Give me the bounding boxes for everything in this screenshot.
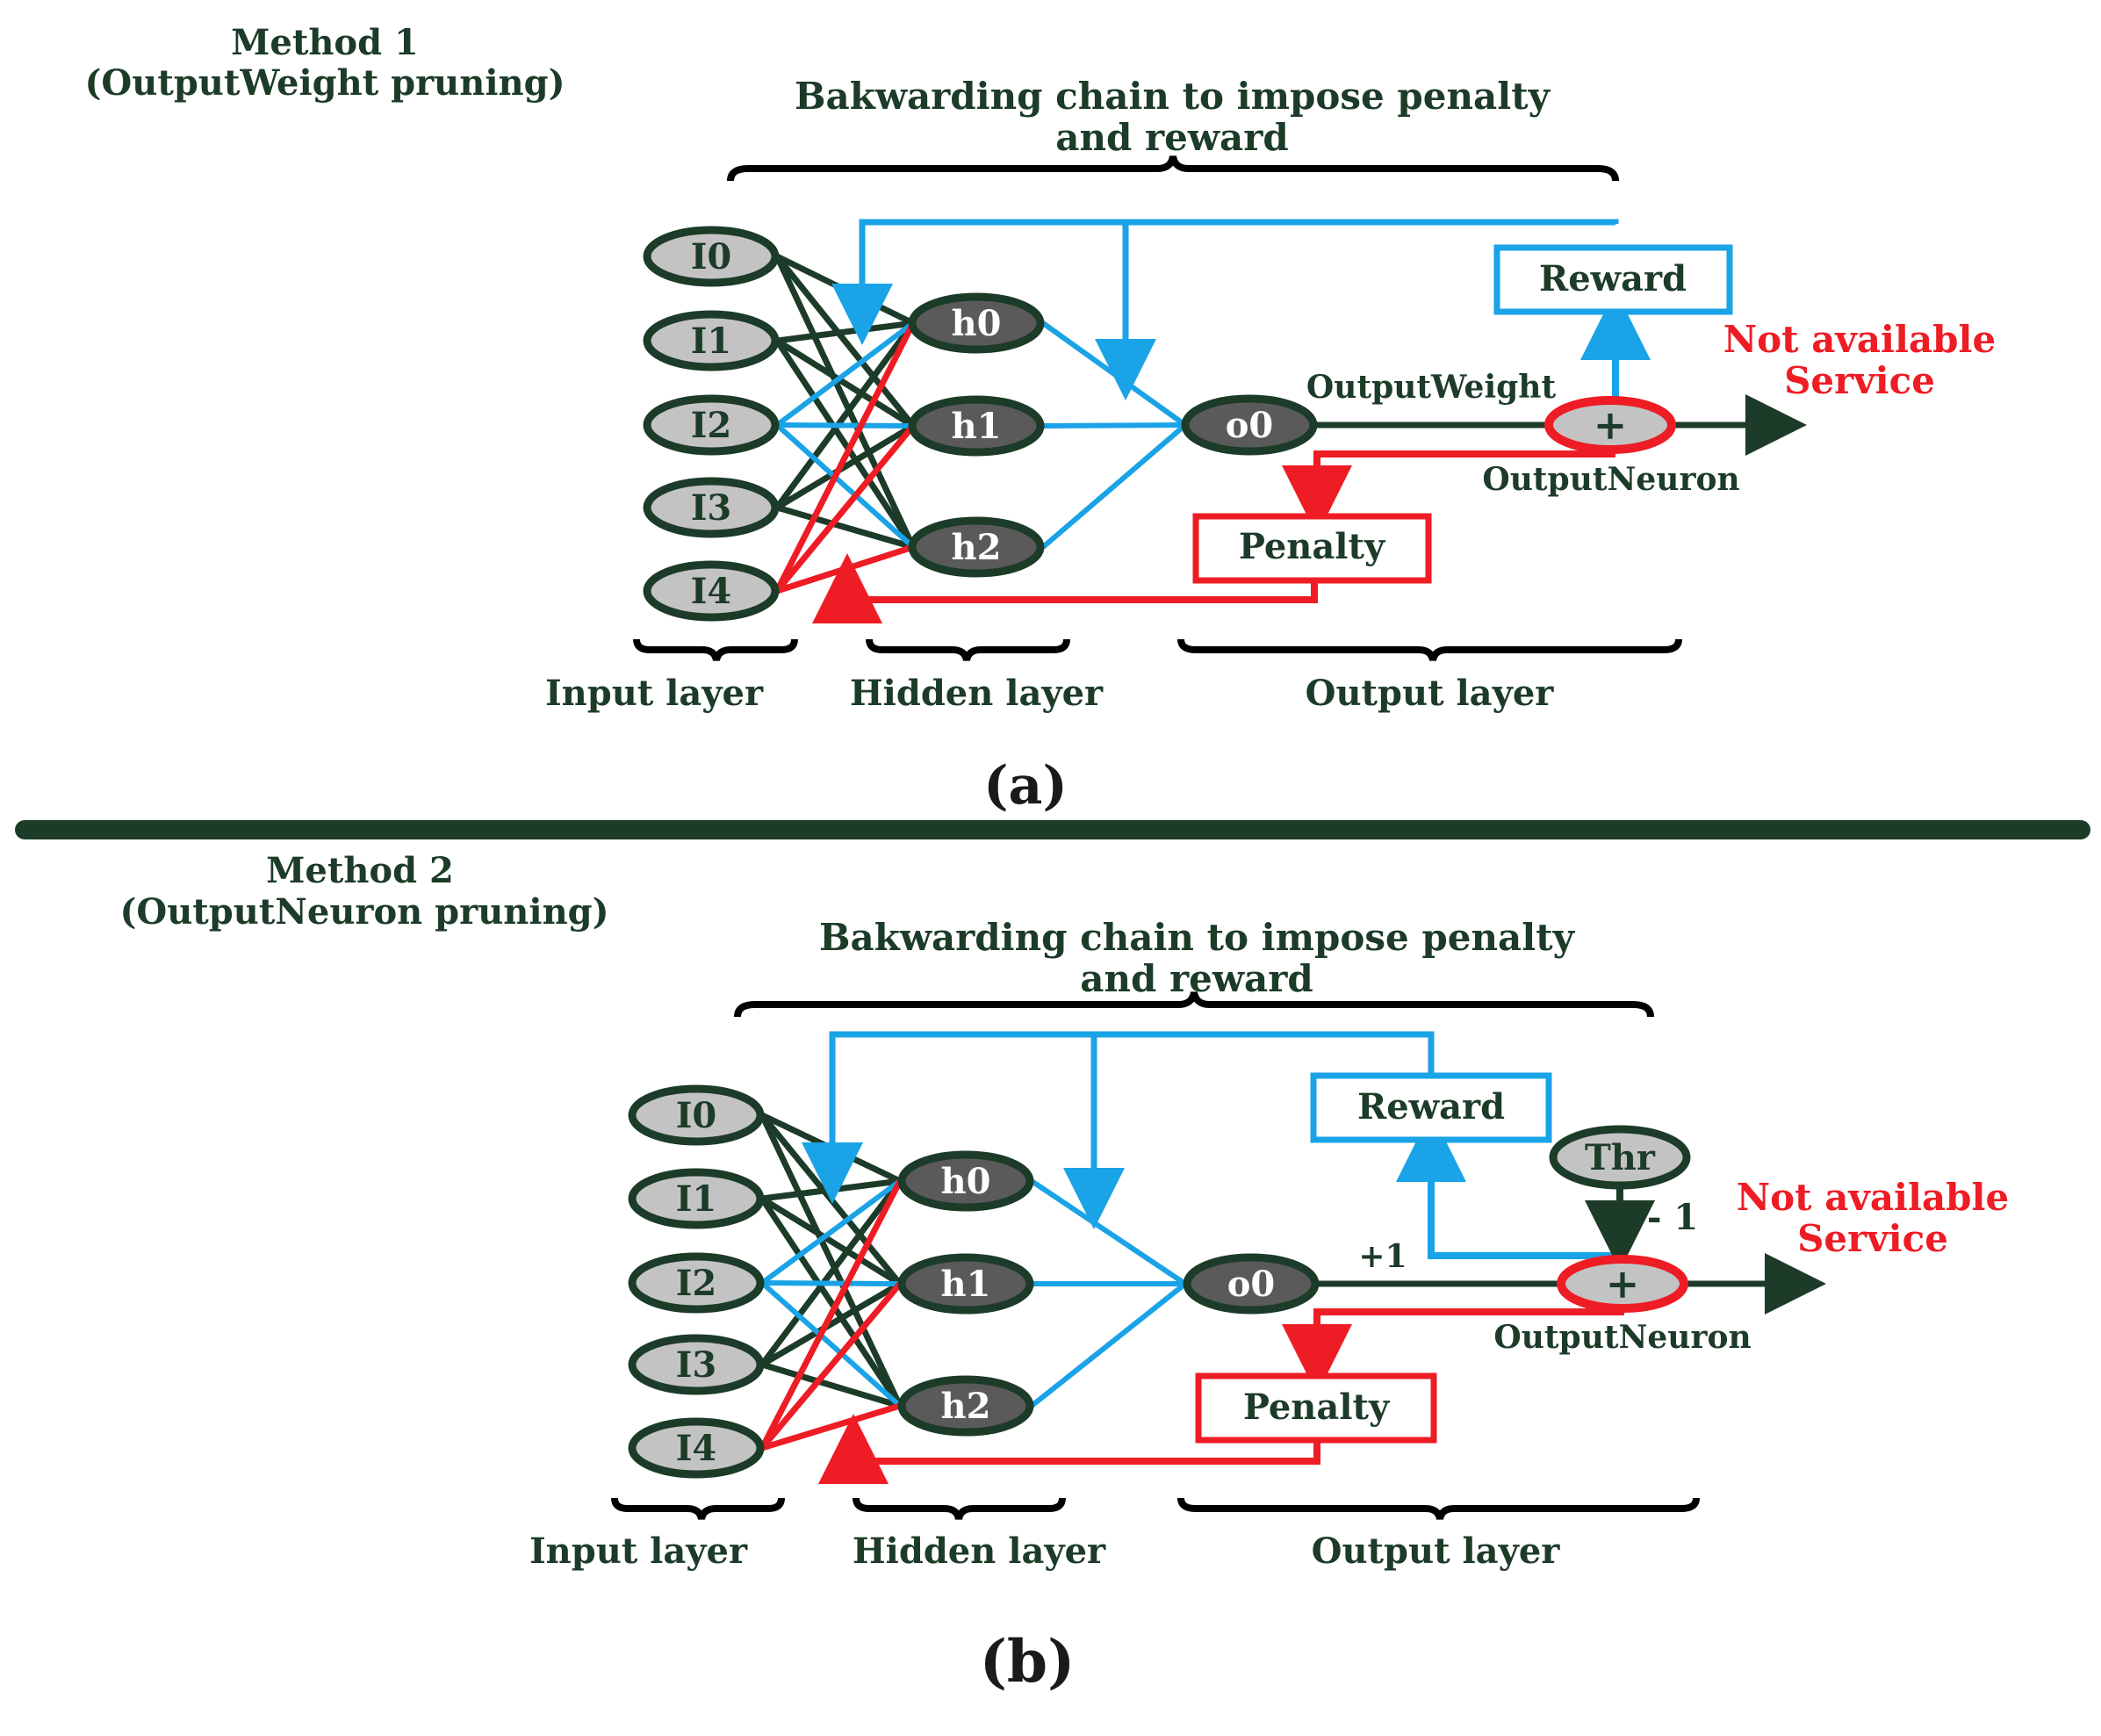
input-node-i3-a: I3 <box>643 477 780 538</box>
hidden-brace-a <box>866 638 1070 661</box>
reward-arrow-b <box>1396 1112 1624 1259</box>
penalty-feedback-out-a <box>812 553 1318 623</box>
output-brace-a <box>1177 638 1682 661</box>
input-node-label: I4 <box>676 1428 717 1469</box>
hidden-node-label: h0 <box>941 1161 991 1202</box>
hidden-node-h2-a: h2 <box>908 516 1045 578</box>
reward-feedback-line-a <box>831 219 1619 345</box>
input-node-i2-a: I2 <box>643 394 780 456</box>
output-node-label: o0 <box>1227 1264 1276 1305</box>
sum-node-b: + <box>1557 1255 1688 1313</box>
input-node-i0-b: I0 <box>628 1084 765 1146</box>
minus-one-label-b: - 1 <box>1647 1197 1698 1238</box>
input-node-label: I1 <box>676 1178 717 1220</box>
sum-symbol-b: + <box>1606 1260 1640 1307</box>
not-available-line2-a: Service <box>1784 359 1935 402</box>
reward-feedback-line-b <box>802 1031 1435 1204</box>
input-layer-label-a: Input layer <box>545 673 764 714</box>
input-node-label: I0 <box>676 1095 717 1136</box>
hidden-node-label: h0 <box>952 303 1002 344</box>
caption-a: (a) <box>983 755 1068 817</box>
penalty-feedback-in-b <box>1282 1308 1624 1394</box>
hidden-layer-label-b: Hidden layer <box>853 1531 1106 1572</box>
output-neuron-label-a: OutputNeuron <box>1482 461 1739 498</box>
input-node-label: I3 <box>691 487 732 529</box>
top-brace-b <box>734 991 1654 1018</box>
input-node-label: I2 <box>691 405 732 446</box>
threshold-label-b: Thr <box>1585 1137 1656 1178</box>
penalty-label-a: Penalty <box>1239 526 1386 567</box>
sum-node-a: + <box>1544 396 1676 454</box>
chain-text-b-line1: Bakwarding chain to impose penalty <box>819 916 1576 959</box>
not-available-line1-a: Not available <box>1723 318 1996 361</box>
hidden-brace-b <box>853 1497 1066 1520</box>
penalty-box-a <box>1192 513 1432 584</box>
input-node-i4-b: I4 <box>628 1417 765 1479</box>
threshold-node-b: Thr <box>1549 1125 1691 1190</box>
hidden-node-h0-a: h0 <box>908 292 1045 354</box>
input-node-i0-a: I0 <box>643 226 780 287</box>
hidden-node-label: h2 <box>941 1386 991 1427</box>
output-node-o0-a: o0 <box>1181 394 1318 456</box>
hidden-output-links-a <box>1041 321 1187 550</box>
caption-b: (b) <box>980 1627 1076 1696</box>
panel-b: Method 2 (OutputNeuron pruning) Bakwardi… <box>119 850 2009 1696</box>
reward-label-a: Reward <box>1539 258 1687 299</box>
reward-label-b: Reward <box>1357 1086 1505 1127</box>
output-brace-b <box>1177 1497 1700 1520</box>
not-available-line2-b: Service <box>1797 1217 1948 1260</box>
output-node-o0-b: o0 <box>1183 1253 1320 1315</box>
output-layer-label-a: Output layer <box>1306 673 1555 714</box>
top-brace-a <box>727 155 1619 182</box>
output-weight-label-a: OutputWeight <box>1306 369 1557 406</box>
input-node-label: I4 <box>691 571 732 612</box>
method1-subtitle: (OutputWeight pruning) <box>85 62 565 104</box>
output-layer-label-b: Output layer <box>1312 1531 1561 1572</box>
hidden-output-links-b <box>1030 1178 1187 1408</box>
hidden-node-h1-b: h1 <box>897 1253 1034 1315</box>
method2-subtitle: (OutputNeuron pruning) <box>119 891 608 933</box>
chain-text-a-line2: and reward <box>1055 116 1288 159</box>
penalty-box-b <box>1195 1372 1437 1444</box>
penalty-label-b: Penalty <box>1243 1387 1391 1428</box>
input-node-i3-b: I3 <box>628 1334 765 1395</box>
input-i2-links-b <box>760 1178 902 1408</box>
method2-title: Method 2 <box>266 850 454 891</box>
panel-a: Method 1 (OutputWeight pruning) Bakwardi… <box>85 22 1997 817</box>
hidden-node-h0-b: h0 <box>897 1150 1034 1212</box>
input-brace-a <box>633 638 798 661</box>
hidden-layer-label-a: Hidden layer <box>850 673 1104 714</box>
hidden-node-label: h1 <box>952 406 1002 447</box>
input-node-i4-a: I4 <box>643 560 780 622</box>
reward-box-a <box>1493 244 1733 315</box>
penalty-feedback-out-b <box>818 1414 1320 1484</box>
input-layer-label-b: Input layer <box>529 1531 748 1572</box>
penalty-feedback-in-a <box>1282 450 1615 536</box>
input-node-i1-a: I1 <box>643 310 780 371</box>
input-node-label: I3 <box>676 1344 717 1386</box>
input-node-i2-b: I2 <box>628 1252 765 1314</box>
input-node-label: I0 <box>691 236 732 277</box>
input-node-label: I1 <box>691 321 732 362</box>
input-hidden-links-a <box>773 253 917 551</box>
chain-text-a-line1: Bakwarding chain to impose penalty <box>795 75 1551 118</box>
hidden-node-label: h2 <box>952 527 1002 568</box>
not-available-line1-b: Not available <box>1737 1176 2009 1219</box>
input-i4-links-a <box>773 321 917 594</box>
output-neuron-label-b: OutputNeuron <box>1493 1319 1751 1356</box>
hidden-node-label: h1 <box>941 1264 991 1305</box>
plus-one-label-b: +1 <box>1358 1238 1407 1275</box>
hidden-node-h1-a: h1 <box>908 395 1045 457</box>
hidden-node-h2-b: h2 <box>897 1375 1034 1437</box>
output-node-label: o0 <box>1226 405 1274 446</box>
input-node-i1-b: I1 <box>628 1168 765 1229</box>
input-brace-b <box>611 1497 785 1520</box>
method1-title: Method 1 <box>231 22 419 63</box>
input-i4-links-b <box>759 1179 903 1451</box>
reward-box-b <box>1310 1072 1552 1143</box>
input-node-label: I2 <box>676 1263 717 1304</box>
sum-symbol-a: + <box>1594 401 1628 449</box>
